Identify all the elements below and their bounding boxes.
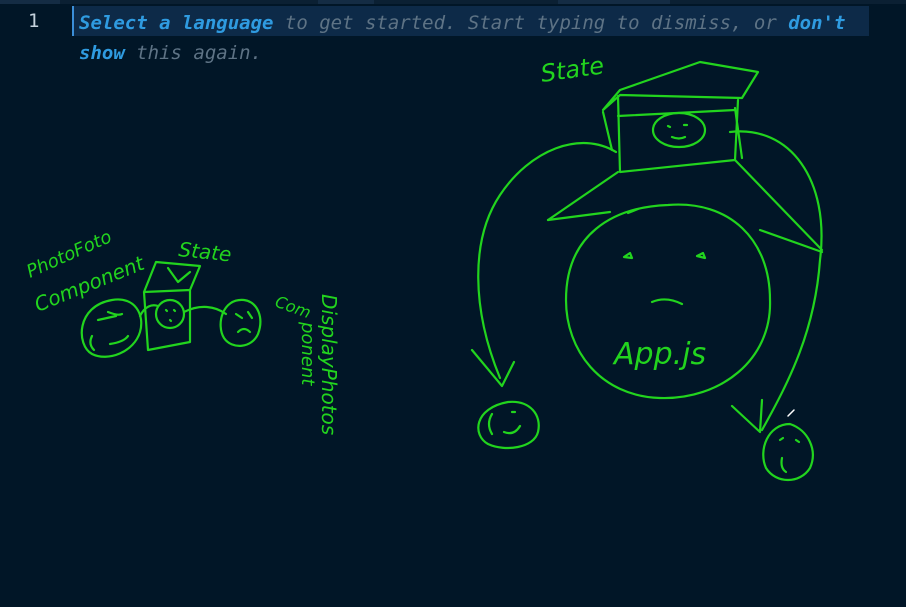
tab-strip (0, 0, 906, 4)
connector-left (138, 304, 160, 318)
photo-face (89, 310, 130, 352)
comp-label: Com (273, 292, 314, 322)
hint-text-end: this again. (124, 42, 263, 64)
tab-edge (0, 0, 60, 4)
child-circle-left (477, 400, 540, 450)
appjs-label: App.js (612, 337, 706, 372)
display-circle (219, 298, 262, 347)
left-arrow-head (470, 348, 516, 388)
photo-circle (80, 298, 143, 358)
current-line-highlight (72, 6, 869, 36)
dont-show-link[interactable]: don't show (79, 12, 846, 64)
small-state-box-mark (166, 266, 192, 284)
state-to-app-base (546, 210, 824, 254)
line-number: 1 (28, 10, 40, 32)
state-box-top (601, 60, 760, 112)
child-circle-right (762, 422, 814, 482)
tab-edge (558, 0, 670, 4)
tab-edge (318, 0, 374, 4)
small-state-dots (164, 308, 177, 323)
right-arrow-head (730, 398, 764, 434)
right-arc-arrow (728, 130, 823, 432)
child-face-right (778, 436, 801, 474)
small-state-box (142, 260, 202, 352)
state-to-app-right (733, 158, 824, 252)
state-box-side (601, 106, 744, 160)
ponent-label: ponent (297, 321, 318, 386)
select-language-link[interactable]: Select a language (79, 12, 274, 34)
connector-right (182, 305, 228, 316)
state-box-inner-line (616, 108, 737, 118)
child-face-left (487, 410, 522, 436)
state-box-front (616, 94, 740, 174)
display-photos-label: DisplayPhotos (317, 294, 341, 435)
language-hint: Select a language to get started. Start … (79, 8, 879, 68)
text-cursor (72, 6, 74, 36)
state-circle (651, 111, 707, 149)
appjs-head-hair (626, 207, 640, 215)
state-to-app-left (546, 170, 620, 222)
appjs-circle (564, 203, 772, 400)
left-arc-arrow (477, 142, 618, 380)
cursor-mark (787, 409, 795, 417)
state-label-small: State (177, 237, 232, 266)
small-state-circle (154, 298, 186, 330)
state-circle-face (666, 123, 689, 140)
display-face (234, 310, 254, 334)
hint-text-middle: to get started. Start typing to dismiss,… (273, 12, 789, 34)
appjs-face (622, 251, 707, 306)
photo-component-label: PhotoFoto (23, 226, 114, 282)
component-label: Component (31, 250, 149, 316)
